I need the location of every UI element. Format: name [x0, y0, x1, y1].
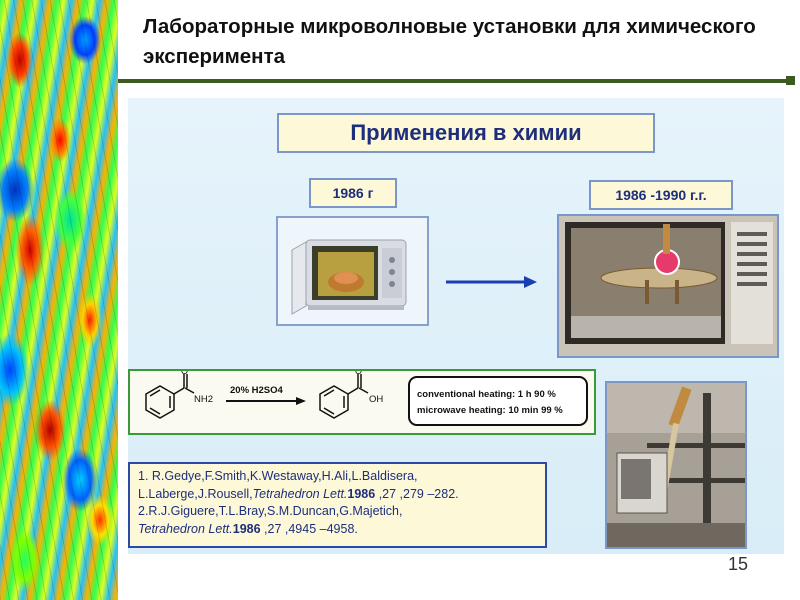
conditions-box	[408, 376, 588, 426]
laboratory-microwave-image	[557, 214, 779, 358]
svg-text:O: O	[181, 371, 188, 376]
title-underline	[118, 79, 793, 83]
microwave-heating-text: microwave heating: 10 min 99 %	[417, 405, 563, 416]
reaction-scheme: O NH2 20% H2SO4 O OH conventional heatin…	[128, 369, 596, 435]
benzoic-acid-structure	[319, 374, 369, 419]
year-label-1986: 1986 г	[309, 178, 397, 208]
amide-group-label: NH2	[194, 394, 213, 405]
reference-1-line-1: 1. R.Gedye,F.Smith,K.Westaway,H.Ali,L.Ba…	[138, 469, 418, 483]
svg-text:O: O	[355, 371, 362, 376]
acid-group-label: OH	[369, 394, 383, 405]
reference-1-line-2: L.Laberge,J.Rousell,Tetrahedron Lett.198…	[138, 486, 459, 501]
reference-2-line-1: 2.R.J.Giguere,T.L.Bray,S.M.Duncan,G.Maje…	[138, 504, 403, 518]
conventional-heating-text: conventional heating: 1 h 90 %	[417, 389, 556, 400]
benzamide-structure	[145, 374, 195, 419]
slide-title: Лабораторные микроволновые установки для…	[143, 15, 756, 68]
references-box: 1. R.Gedye,F.Smith,K.Westaway,H.Ali,L.Ba…	[128, 462, 547, 548]
reference-2-line-2: Tetrahedron Lett.1986 ,27 ,4945 –4958.	[138, 521, 358, 536]
title-rule-end-square	[786, 76, 795, 85]
year-label-1986-1990: 1986 -1990 г.г.	[589, 180, 733, 210]
decorative-sidebar-image	[0, 0, 118, 600]
reagent-label: 20% H2SO4	[230, 385, 284, 396]
domestic-microwave-image	[276, 216, 429, 326]
progression-arrow	[446, 276, 537, 288]
section-heading: Применения в химии	[277, 113, 655, 153]
page-number: 15	[728, 554, 749, 574]
lab-setup-image	[605, 381, 747, 549]
